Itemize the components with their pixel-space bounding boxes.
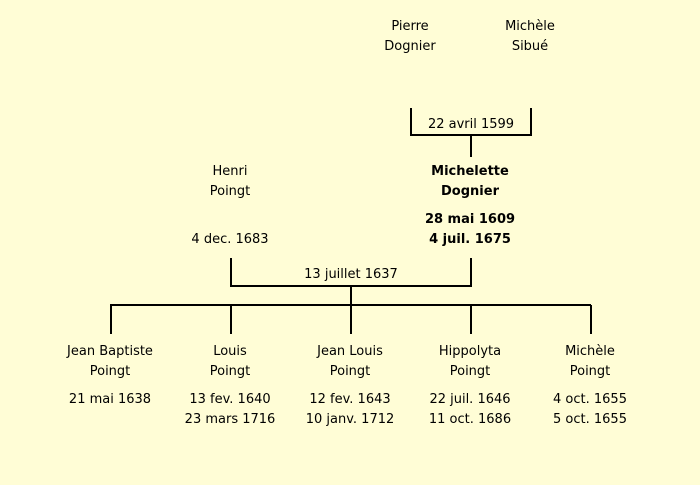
given-name: Louis (213, 344, 247, 359)
child-hippolyta: Hippolyta Poingt 22 juil. 1646 11 oct. 1… (405, 342, 535, 430)
birth-date: 22 juil. 1646 (429, 392, 511, 407)
given-name: Jean Louis (317, 344, 383, 359)
death-date: 4 juil. 1675 (429, 232, 511, 247)
given-name: Michelette (431, 164, 509, 179)
surname: Poingt (329, 364, 371, 379)
child-michele: Michèle Poingt 4 oct. 1655 5 oct. 1655 (525, 342, 655, 430)
surname: Poingt (89, 364, 131, 379)
surname: Sibué (511, 39, 549, 54)
child-jean-baptiste: Jean Baptiste Poingt 21 mai 1638 (45, 342, 175, 410)
child-jean-louis: Jean Louis Poingt 12 fev. 1643 10 janv. … (285, 342, 415, 430)
given-name: Jean Baptiste (67, 344, 153, 359)
child-louis: Louis Poingt 13 fev. 1640 23 mars 1716 (165, 342, 295, 430)
surname: Dognier (384, 39, 436, 54)
surname: Poingt (449, 364, 491, 379)
surname: Poingt (209, 364, 251, 379)
birth-date: 28 mai 1609 (424, 212, 516, 227)
death-date: 23 mars 1716 (184, 412, 276, 427)
birth-date: 12 fev. 1643 (309, 392, 391, 407)
given-name: Henri (212, 164, 248, 179)
birth-date: 13 fev. 1640 (189, 392, 271, 407)
given-name: Pierre (391, 19, 429, 34)
grandparents-marriage-date: 22 avril 1599 (427, 117, 515, 132)
surname: Poingt (569, 364, 611, 379)
person-henri-poingt: Henri Poingt 4 dec. 1683 (165, 162, 295, 250)
death-date: 10 janv. 1712 (305, 412, 395, 427)
surname: Dognier (441, 184, 499, 199)
person-michelette-dognier: Michelette Dognier 28 mai 1609 4 juil. 1… (405, 162, 535, 250)
death-date: 4 dec. 1683 (191, 232, 269, 247)
given-name: Hippolyta (438, 344, 502, 359)
death-date: 11 oct. 1686 (428, 412, 512, 427)
person-pierre-dognier: Pierre Dognier (345, 17, 475, 57)
birth-date: 4 oct. 1655 (553, 392, 627, 407)
given-name: Michèle (505, 19, 555, 34)
birth-date: 21 mai 1638 (68, 392, 152, 407)
parents-marriage-date: 13 juillet 1637 (304, 267, 398, 282)
person-michele-sibue: Michèle Sibué (465, 17, 595, 57)
surname: Poingt (209, 184, 251, 199)
death-date: 5 oct. 1655 (553, 412, 627, 427)
given-name: Michèle (565, 344, 615, 359)
